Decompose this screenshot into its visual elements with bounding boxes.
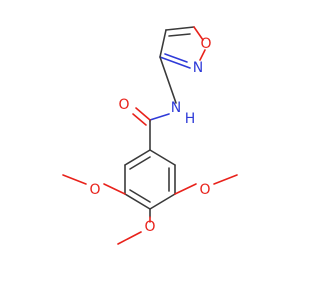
isoxazole-ring xyxy=(159,26,206,69)
bond-nh-carbonyl xyxy=(149,113,170,121)
bond-ring-6-inner xyxy=(129,156,151,170)
bond-c5-nh xyxy=(159,56,177,104)
atom-amide-hydrogen: H xyxy=(185,111,196,127)
bond-ring-4 xyxy=(124,193,151,210)
bond-o-me-right xyxy=(213,174,238,185)
bond-ring-6 xyxy=(124,149,151,166)
atom-methoxy-left-oxygen: O xyxy=(89,182,100,198)
amide-group xyxy=(132,56,177,151)
atom-amide-nitrogen: N xyxy=(171,100,181,116)
bond-o-n xyxy=(199,49,206,61)
bond-ring-o-left xyxy=(103,183,126,195)
methoxy-right xyxy=(174,174,238,195)
methoxy-left xyxy=(62,174,126,195)
bond-carbonyl-o xyxy=(135,107,151,121)
bond-ring-4-inner xyxy=(129,189,151,203)
benzene-ring xyxy=(124,149,176,210)
atom-ring-oxygen: O xyxy=(200,36,211,52)
atom-methoxy-right-oxygen: O xyxy=(199,182,210,198)
bond-c3-o xyxy=(193,26,204,41)
atom-ring-nitrogen: N xyxy=(193,60,203,76)
bond-c4-c3-double xyxy=(168,33,191,37)
bond-o-me-bottom xyxy=(117,231,142,245)
bond-ring-3 xyxy=(149,193,176,210)
atom-methoxy-bottom-oxygen: O xyxy=(144,219,155,235)
bond-c5-c4 xyxy=(159,29,167,58)
bond-n-c5-double xyxy=(164,53,188,63)
bond-n-c5 xyxy=(159,56,191,69)
molecule-structure: O N N H O O O O xyxy=(62,26,238,245)
bond-carbonyl-o-double xyxy=(132,113,147,126)
methoxy-bottom xyxy=(117,208,151,245)
bond-c4-c3 xyxy=(165,26,195,31)
bond-ring-o-right xyxy=(174,183,197,195)
atom-carbonyl-oxygen: O xyxy=(118,97,129,113)
bond-ring-1 xyxy=(149,149,176,166)
bond-o-me-left xyxy=(62,174,87,185)
